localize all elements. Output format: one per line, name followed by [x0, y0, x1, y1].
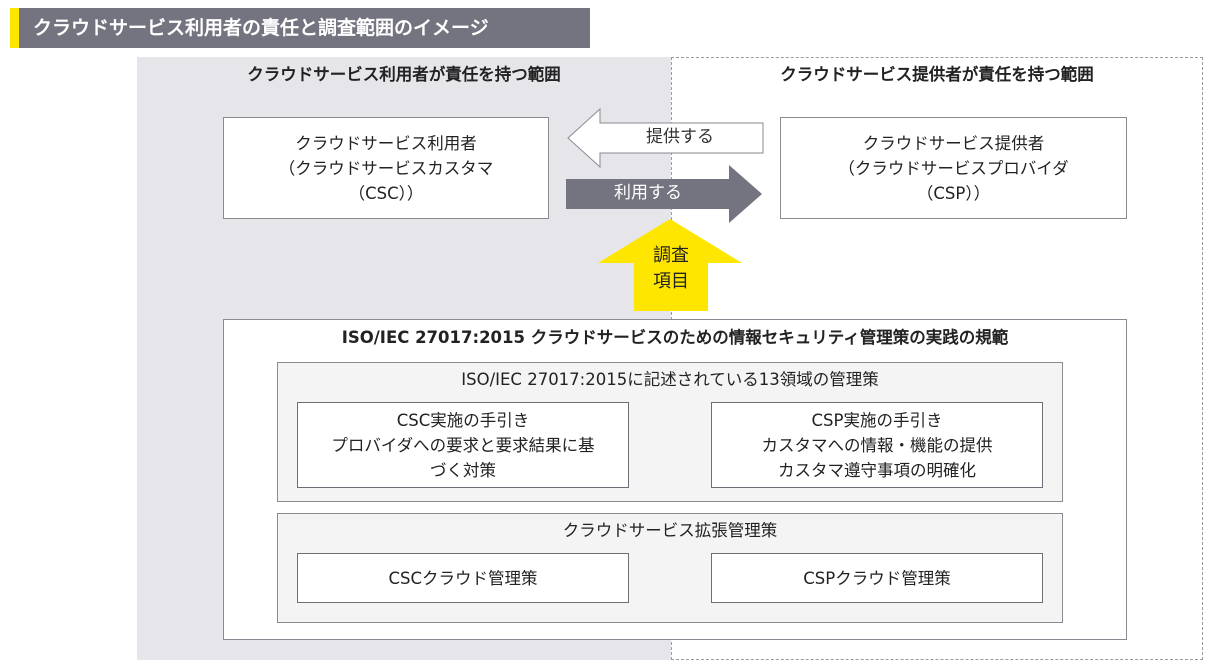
- survey-label-line1: 調査: [653, 245, 689, 266]
- csc-cloud-controls-box: CSCクラウド管理策: [297, 553, 629, 603]
- csp-guidance-box: CSP実施の手引き カスタマへの情報・機能の提供 カスタマ遵守事項の明確化: [711, 402, 1043, 488]
- csc-guidance-box: CSC実施の手引き プロバイダへの要求と要求結果に基 づく対策: [297, 402, 629, 488]
- standard-title: ISO/IEC 27017:2015 クラウドサービスのための情報セキュリティ管…: [341, 328, 1009, 347]
- csp-guidance-line2: カスタマへの情報・機能の提供: [761, 435, 993, 455]
- title-accent-bar: [10, 8, 19, 48]
- csc-box-line3: （CSC））: [348, 183, 424, 203]
- survey-label-line2: 項目: [653, 271, 689, 292]
- csp-box-line1: クラウドサービス提供者: [862, 133, 1045, 153]
- csp-guidance-line1: CSP実施の手引き: [811, 410, 943, 430]
- use-arrow: [566, 165, 762, 223]
- page-title: クラウドサービス利用者の責任と調査範囲のイメージ: [19, 8, 590, 48]
- user-region-title: クラウドサービス利用者が責任を持つ範囲: [247, 65, 561, 84]
- csc-guidance-line2: プロバイダへの要求と要求結果に基: [331, 435, 595, 455]
- provide-arrow: [567, 107, 764, 169]
- controls-13-title: ISO/IEC 27017:2015に記述されている13領域の管理策: [461, 370, 879, 389]
- csp-cloud-controls-label: CSPクラウド管理策: [803, 568, 951, 588]
- csc-guidance-line1: CSC実施の手引き: [396, 410, 530, 430]
- csc-box-line2: （クラウドサービスカスタマ: [278, 158, 494, 178]
- provide-label: 提供する: [646, 127, 714, 147]
- survey-items-label: 調査 項目: [633, 243, 709, 295]
- csc-box: クラウドサービス利用者 （クラウドサービスカスタマ （CSC））: [223, 117, 549, 219]
- csp-guidance-line3: カスタマ遵守事項の明確化: [778, 460, 976, 480]
- survey-arrow: [598, 219, 742, 311]
- csc-box-line1: クラウドサービス利用者: [295, 133, 477, 153]
- csc-guidance-line3: づく対策: [430, 460, 496, 480]
- provider-region-title: クラウドサービス提供者が責任を持つ範囲: [780, 65, 1094, 84]
- csc-cloud-controls-label: CSCクラウド管理策: [388, 568, 538, 588]
- use-label: 利用する: [614, 183, 682, 203]
- csp-box-line3: （CSP））: [916, 183, 991, 203]
- extended-controls-title: クラウドサービス拡張管理策: [562, 521, 778, 540]
- csp-cloud-controls-box: CSPクラウド管理策: [711, 553, 1043, 603]
- csp-box-line2: （クラウドサービスプロバイダ: [838, 158, 1069, 178]
- csp-box: クラウドサービス提供者 （クラウドサービスプロバイダ （CSP））: [780, 117, 1127, 219]
